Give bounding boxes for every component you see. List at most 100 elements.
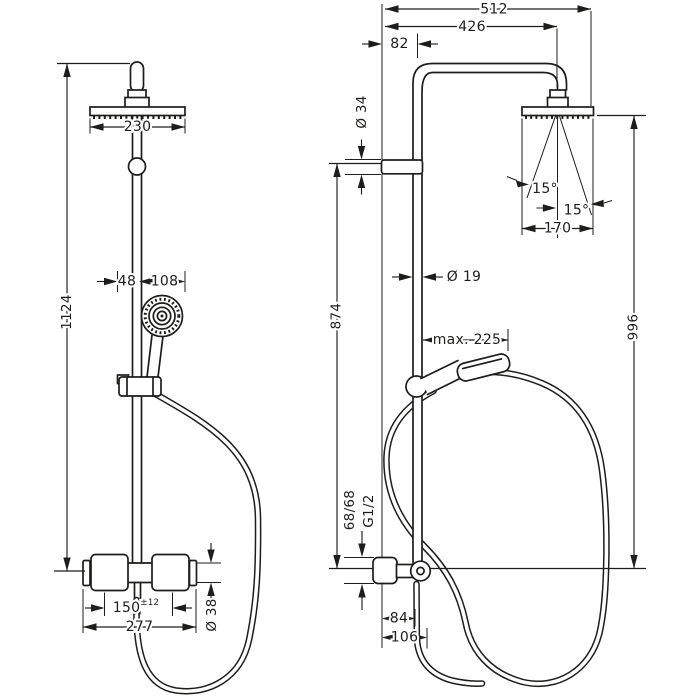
arrowhead [542, 204, 556, 212]
dim-label-150: 150±12 [113, 598, 159, 616]
side-head-nut-lower [546, 96, 569, 109]
thermostat-left-knob [90, 553, 129, 592]
front-handshower-nozzle-ring [143, 297, 181, 335]
side-riser-mask [413, 396, 422, 563]
dim-bracket-diameter: Ø 34 [345, 93, 381, 195]
arrowhead-up [358, 584, 366, 598]
side-hose-elbow-outline [413, 580, 486, 687]
side-handshower-head-group [456, 353, 511, 382]
dim-label-84: 84 [390, 611, 408, 627]
arrowhead-right [368, 40, 382, 48]
dim-side-head-width: 170 [521, 118, 594, 239]
wall-elbow-center [416, 566, 425, 576]
side-arm-inner-edge [421, 71, 559, 564]
dim-arm-projection: 426 [385, 17, 558, 88]
arrowhead-left [422, 273, 436, 281]
front-handshower-handle-right [157, 335, 164, 378]
dim-valve-centers: 150±12 [85, 592, 192, 618]
arrow-tail [603, 200, 613, 204]
arrowhead-up [63, 63, 71, 77]
dim-label-6868: 68/68 [342, 490, 358, 530]
side-handle-bottom-edge [426, 375, 465, 396]
arrowhead-up [630, 115, 638, 129]
dim-hose-offset: 84 [382, 609, 416, 629]
dim-label-106: 106 [391, 630, 419, 646]
wall-elbow-flange [372, 556, 398, 585]
dim-label-max225: max. 225 [433, 332, 502, 348]
arrowhead-left [385, 22, 399, 31]
dim-label-230: 230 [124, 119, 152, 135]
arrowhead-left [172, 604, 186, 612]
arrowhead-left [90, 123, 104, 131]
arrowhead-right [399, 273, 413, 281]
dim-label-170: 170 [544, 221, 572, 237]
arrowhead-down [63, 557, 71, 571]
side-handshower-head-detail [461, 358, 503, 370]
arrowhead-down [358, 543, 366, 557]
dim-riser-offset: 82 [362, 33, 438, 58]
dim-valve-width: 277 [82, 589, 197, 637]
arrowhead-left [139, 277, 153, 286]
arrow-tail [506, 176, 518, 181]
dim-label-108: 108 [151, 274, 179, 290]
arrowhead [590, 199, 604, 208]
dim-front-overall-height: 1124 [54, 62, 130, 572]
arrowhead-up [207, 582, 215, 596]
arrowhead-left [83, 623, 97, 631]
side-handle-top-edge [420, 359, 459, 380]
arrowhead-right [579, 224, 593, 233]
front-ball-joint [127, 157, 147, 176]
dim-label-1124: 1124 [59, 294, 75, 330]
dim-spray-angles: 15° 15° [506, 176, 613, 221]
side-arm-outer-edge [412, 62, 568, 564]
front-head-nut-lower [124, 96, 150, 109]
dim-label-d19: Ø 19 [447, 269, 481, 285]
arrowhead-right [91, 604, 105, 612]
dim-label-angle-left: 15° [532, 181, 558, 197]
arrowhead-left [417, 40, 431, 48]
dim-head-height: 996 [597, 114, 646, 569]
dim-total-projection: 512 [385, 0, 592, 106]
arrowhead-right [416, 634, 427, 641]
dim-valve-diameter: Ø 38 [196, 543, 222, 634]
dim-front-head-width: 230 [89, 117, 186, 137]
dim-label-277: 277 [126, 619, 154, 635]
arrowhead-down [630, 555, 638, 569]
dim-connection: 68/68 G1/2 [340, 488, 379, 610]
front-view: 1124 230 48 108 [54, 61, 262, 695]
side-hose-elbow-core [414, 582, 484, 686]
dim-pipe-diameter: Ø 19 [392, 267, 483, 287]
front-handshower-handle-left [146, 334, 153, 378]
arrowhead-up [333, 163, 341, 177]
front-riser-top-cap [129, 61, 145, 93]
side-overhead-shower-plate [521, 106, 595, 117]
arrowhead-left [382, 634, 393, 641]
wall-bracket [380, 159, 424, 175]
dim-label-48: 48 [118, 274, 136, 290]
dim-label-82: 82 [390, 36, 408, 52]
dim-label-d34: Ø 34 [354, 95, 370, 128]
dim-label-512: 512 [480, 2, 508, 18]
arrowhead-left [382, 615, 393, 622]
arrowhead-left [423, 336, 437, 344]
dim-label-g12: G1/2 [361, 494, 377, 527]
arrowhead-right [104, 277, 118, 286]
spray-line-left [526, 115, 556, 199]
thermostat-left-cap [82, 559, 91, 587]
arrowhead-right [171, 123, 185, 131]
dim-riser-height: 874 [327, 162, 381, 569]
arrowhead-right [182, 623, 196, 631]
dim-front-holder-offsets: 48 108 [97, 271, 186, 292]
arrowhead-down [333, 555, 341, 569]
arrowhead-right [404, 615, 415, 622]
dim-elbow-offset: 106 [382, 628, 428, 649]
arrowhead-left [522, 224, 536, 233]
side-hose-core [384, 370, 609, 686]
dim-label-426: 426 [458, 19, 486, 35]
arrowhead-right [494, 336, 508, 344]
arrowhead-down [357, 146, 366, 160]
thermostat-right-cap [188, 559, 198, 587]
arrowhead-right [543, 22, 557, 31]
